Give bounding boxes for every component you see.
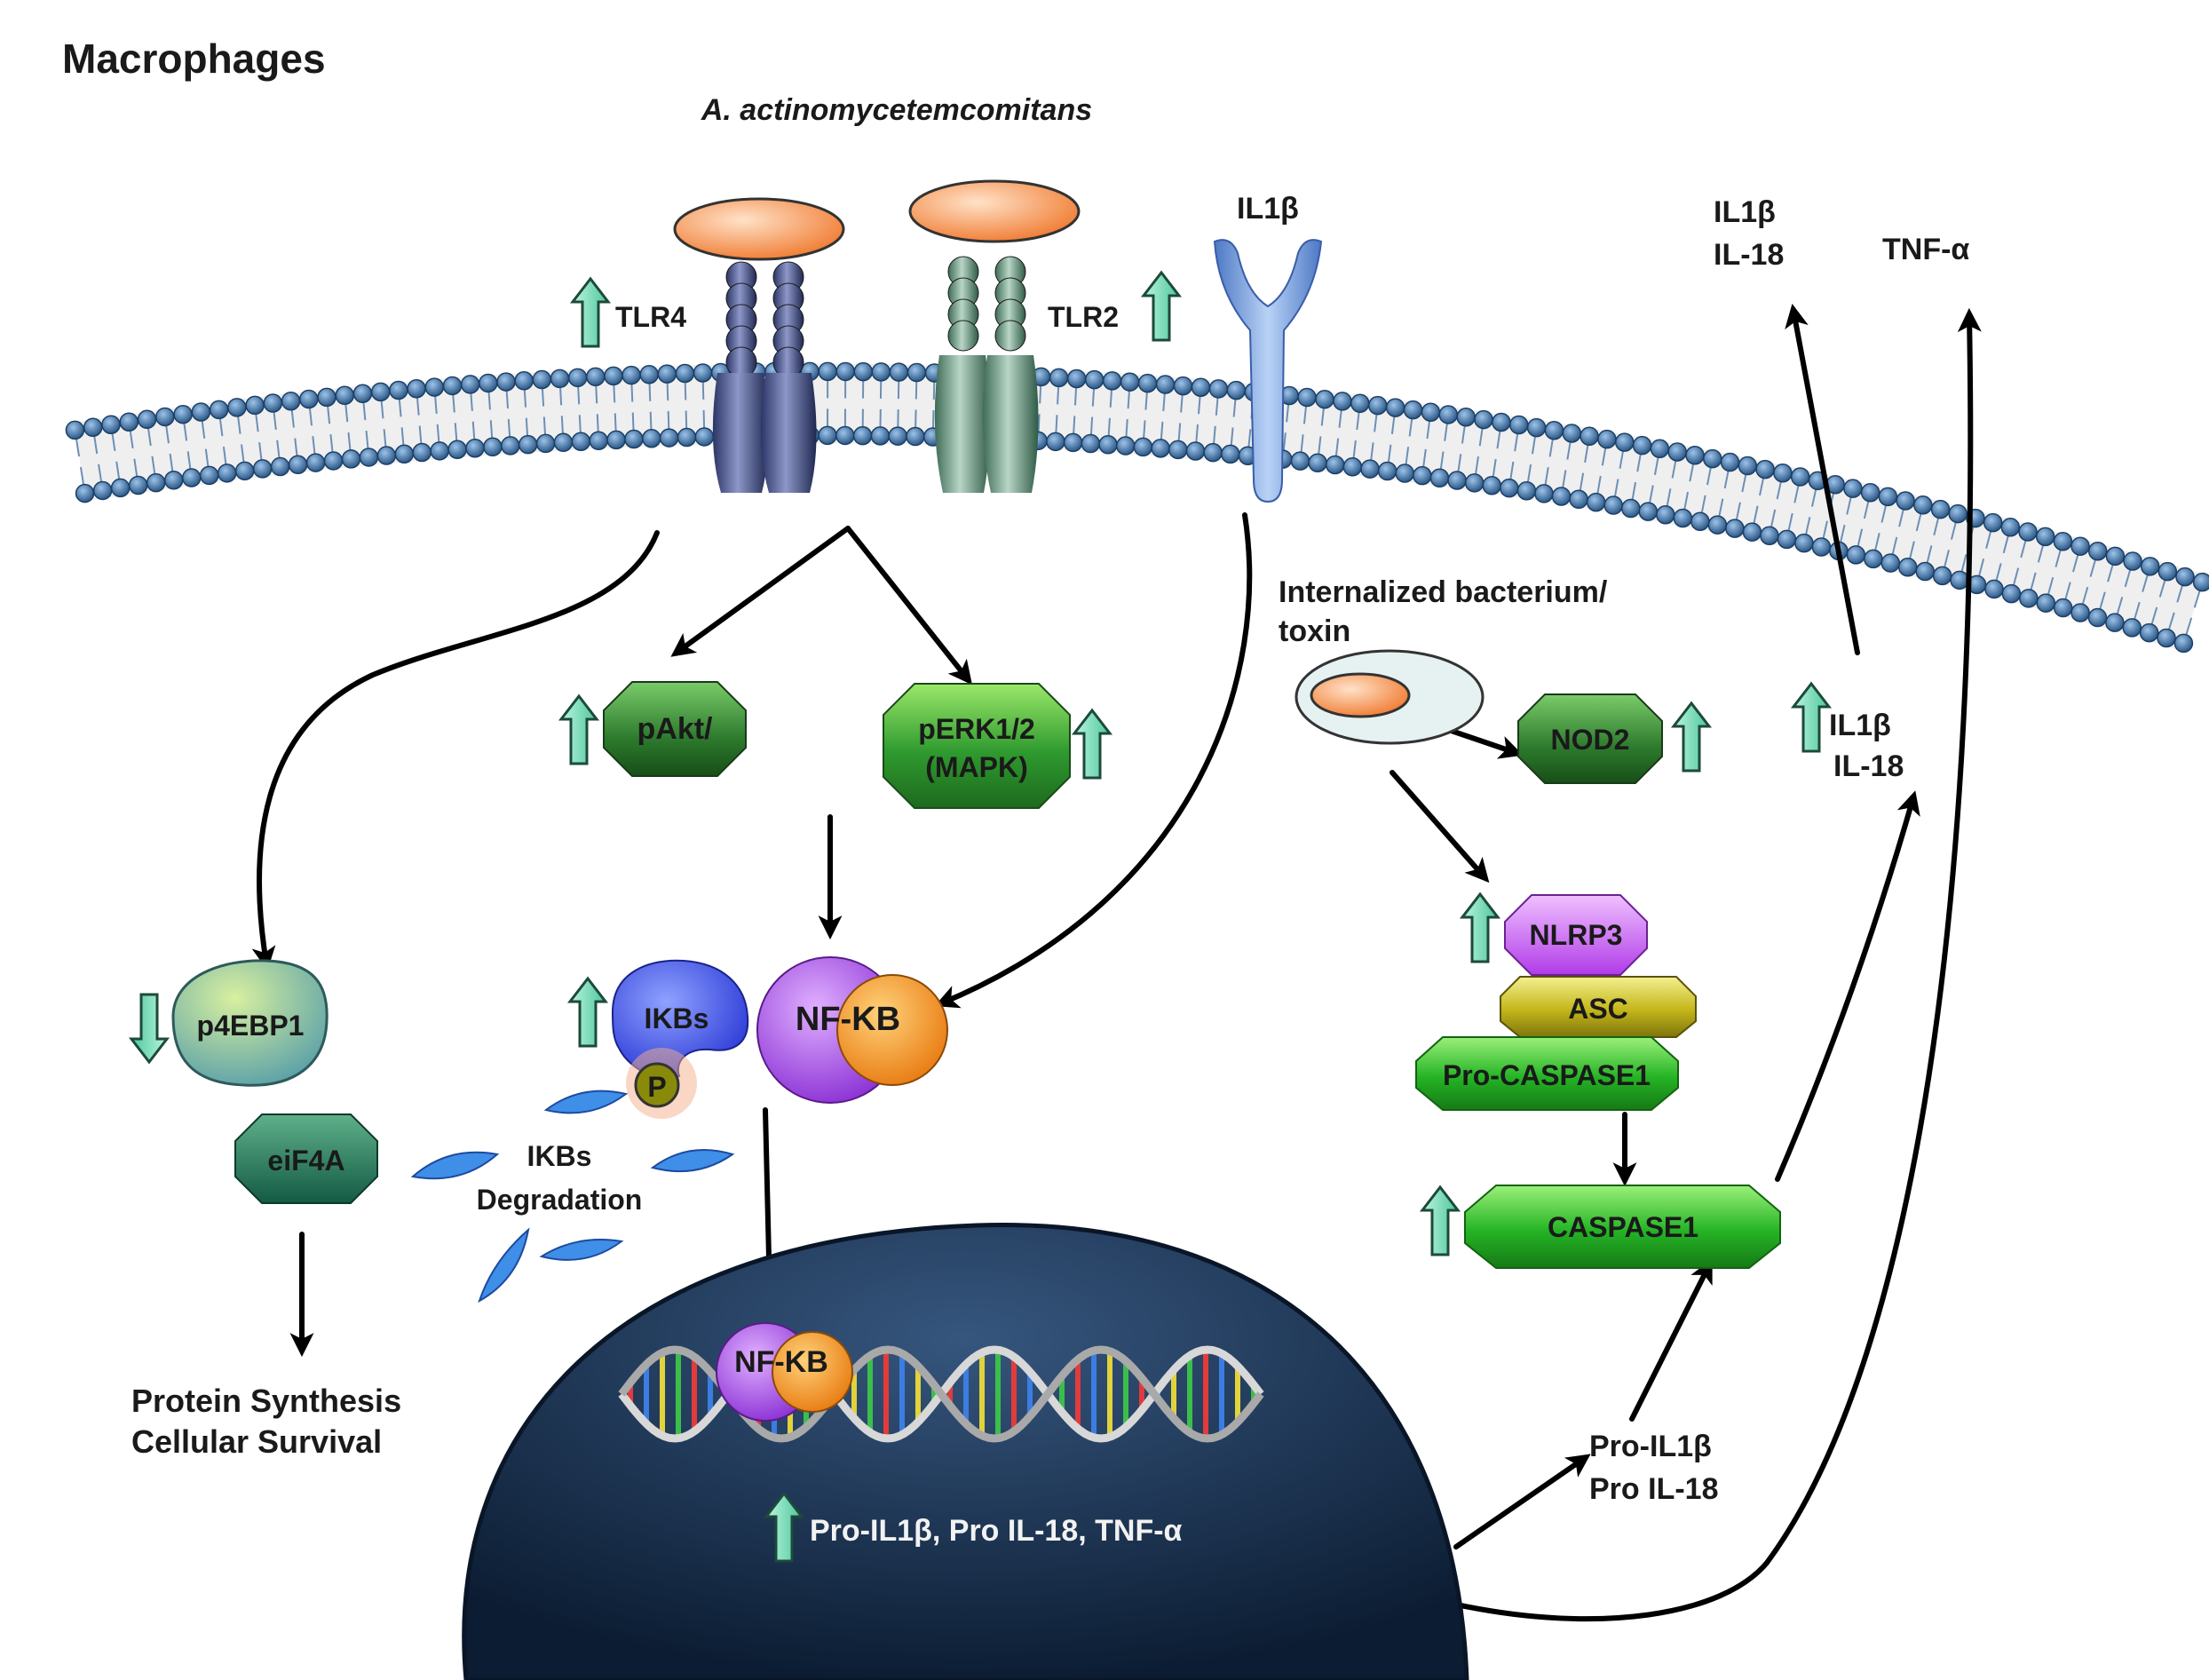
caspase1-node: CASPASE1 xyxy=(1464,1185,1781,1269)
secreted-tnfa-label: TNF-α xyxy=(1882,233,1969,266)
nod2-node: NOD2 xyxy=(1517,693,1663,784)
internalized-label-line1: Internalized bacterium/ xyxy=(1279,575,1608,609)
tlr4-upregulated-icon xyxy=(571,277,610,348)
phospho-label: P xyxy=(647,1071,666,1103)
tlr2-label: TLR2 xyxy=(1048,301,1119,333)
il1b-upregulated-icon xyxy=(1792,682,1831,753)
cellular-survival-label: Cellular Survival xyxy=(131,1423,382,1460)
p4ebp1-downregulated-icon xyxy=(130,993,169,1064)
nlrp3-label: NLRP3 xyxy=(1530,919,1623,951)
ikb-nfkb-complex: P IKBs NF-KB xyxy=(611,956,948,1119)
nlrp3-node: NLRP3 xyxy=(1504,894,1648,976)
eif4a-node: eiF4A xyxy=(234,1113,378,1204)
arrow-nucleus-to-procytokines xyxy=(1453,1454,1591,1549)
pakt-label: pAkt/ xyxy=(637,712,714,746)
tlr4-ectodomain xyxy=(725,261,804,378)
asc-node: ASC xyxy=(1500,976,1697,1038)
ikbs-label: IKBs xyxy=(645,1002,709,1034)
arrow-tlr4-to-p4ebp1 xyxy=(251,530,660,971)
perk-node: pERK1/2 (MAPK) xyxy=(883,683,1071,809)
protein-synthesis-label: Protein Synthesis xyxy=(131,1383,401,1419)
pathogen-label: A. actinomycetemcomitans xyxy=(701,93,1092,127)
pakt-node: pAkt/ xyxy=(603,681,747,777)
ikb-degradation-label-2: Degradation xyxy=(477,1184,643,1216)
p4ebp1-node: p4EBP1 xyxy=(171,959,329,1087)
arrow-bacterium-to-nlrp3 xyxy=(1390,770,1490,884)
nuclear-nfkb: NF-KB xyxy=(716,1322,853,1422)
p4ebp1-label: p4EBP1 xyxy=(197,1010,305,1042)
arrow-tnfa-secretion xyxy=(1458,307,1982,1622)
nucleus: NF-KB Pro-IL1β, Pro IL-18, TNF-α xyxy=(462,1222,1469,1680)
mature-il1b-label: IL1β xyxy=(1829,709,1891,742)
pathway-arrows xyxy=(251,304,1982,1622)
arrow-receptor-to-perk xyxy=(845,526,973,685)
eif4a-label: eiF4A xyxy=(267,1145,344,1177)
asc-label: ASC xyxy=(1568,993,1628,1025)
ikb-degradation-fragments xyxy=(410,1090,735,1304)
arrow-receptor-to-pakt xyxy=(670,526,851,657)
procaspase1-node: Pro-CASPASE1 xyxy=(1415,1036,1679,1111)
secreted-il18-label: IL-18 xyxy=(1714,238,1784,272)
tlr2-receptor xyxy=(934,256,1039,493)
bacterium-ligand-2 xyxy=(908,179,1081,243)
ikbs-upregulated-icon xyxy=(568,977,607,1048)
ikb-degradation-label-1: IKBs xyxy=(527,1140,592,1172)
internalized-label-line2: toxin xyxy=(1279,614,1350,648)
il1-receptor xyxy=(1213,239,1323,503)
caspase1-label: CASPASE1 xyxy=(1548,1211,1698,1243)
arrow-il1b-secretion xyxy=(1785,304,1860,655)
il1b-receptor-label: IL1β xyxy=(1237,192,1299,226)
tlr4-receptor xyxy=(712,261,817,493)
dna-helix xyxy=(618,1345,1264,1443)
bacterium-ligand-1 xyxy=(673,197,845,261)
pro-il18-label: Pro IL-18 xyxy=(1589,1472,1718,1506)
pakt-upregulated-icon xyxy=(559,694,598,765)
perk-label-line2: (MAPK) xyxy=(925,751,1028,783)
arrow-il1r-to-nfkb xyxy=(934,512,1253,1009)
arrow-casp-to-il1b xyxy=(1775,790,1920,1182)
internalized-bacterium xyxy=(1310,672,1411,718)
mature-il18-label: IL-18 xyxy=(1833,749,1904,783)
tlr2-ectodomain xyxy=(947,256,1026,352)
nod2-upregulated-icon xyxy=(1672,701,1711,773)
tlr4-label: TLR4 xyxy=(615,301,686,333)
pro-il1b-label: Pro-IL1β xyxy=(1589,1430,1712,1463)
cell-membrane xyxy=(65,361,2209,654)
perk-label-line1: pERK1/2 xyxy=(918,713,1035,745)
nfkb-label: NF-KB xyxy=(796,1001,900,1038)
secreted-il1b-label: IL1β xyxy=(1714,195,1776,229)
diagram-title: Macrophages xyxy=(62,36,326,82)
nuclear-nfkb-label: NF-KB xyxy=(734,1345,828,1379)
perk-upregulated-icon xyxy=(1073,709,1112,780)
nod2-label: NOD2 xyxy=(1551,724,1630,756)
tlr2-upregulated-icon xyxy=(1142,271,1181,342)
nlrp3-upregulated-icon xyxy=(1461,892,1500,963)
caspase1-upregulated-icon xyxy=(1421,1185,1460,1256)
nuclear-products-label: Pro-IL1β, Pro IL-18, TNF-α xyxy=(810,1514,1183,1548)
arrow-procytokines-to-casp xyxy=(1629,1258,1713,1422)
procaspase1-label: Pro-CASPASE1 xyxy=(1443,1059,1651,1091)
